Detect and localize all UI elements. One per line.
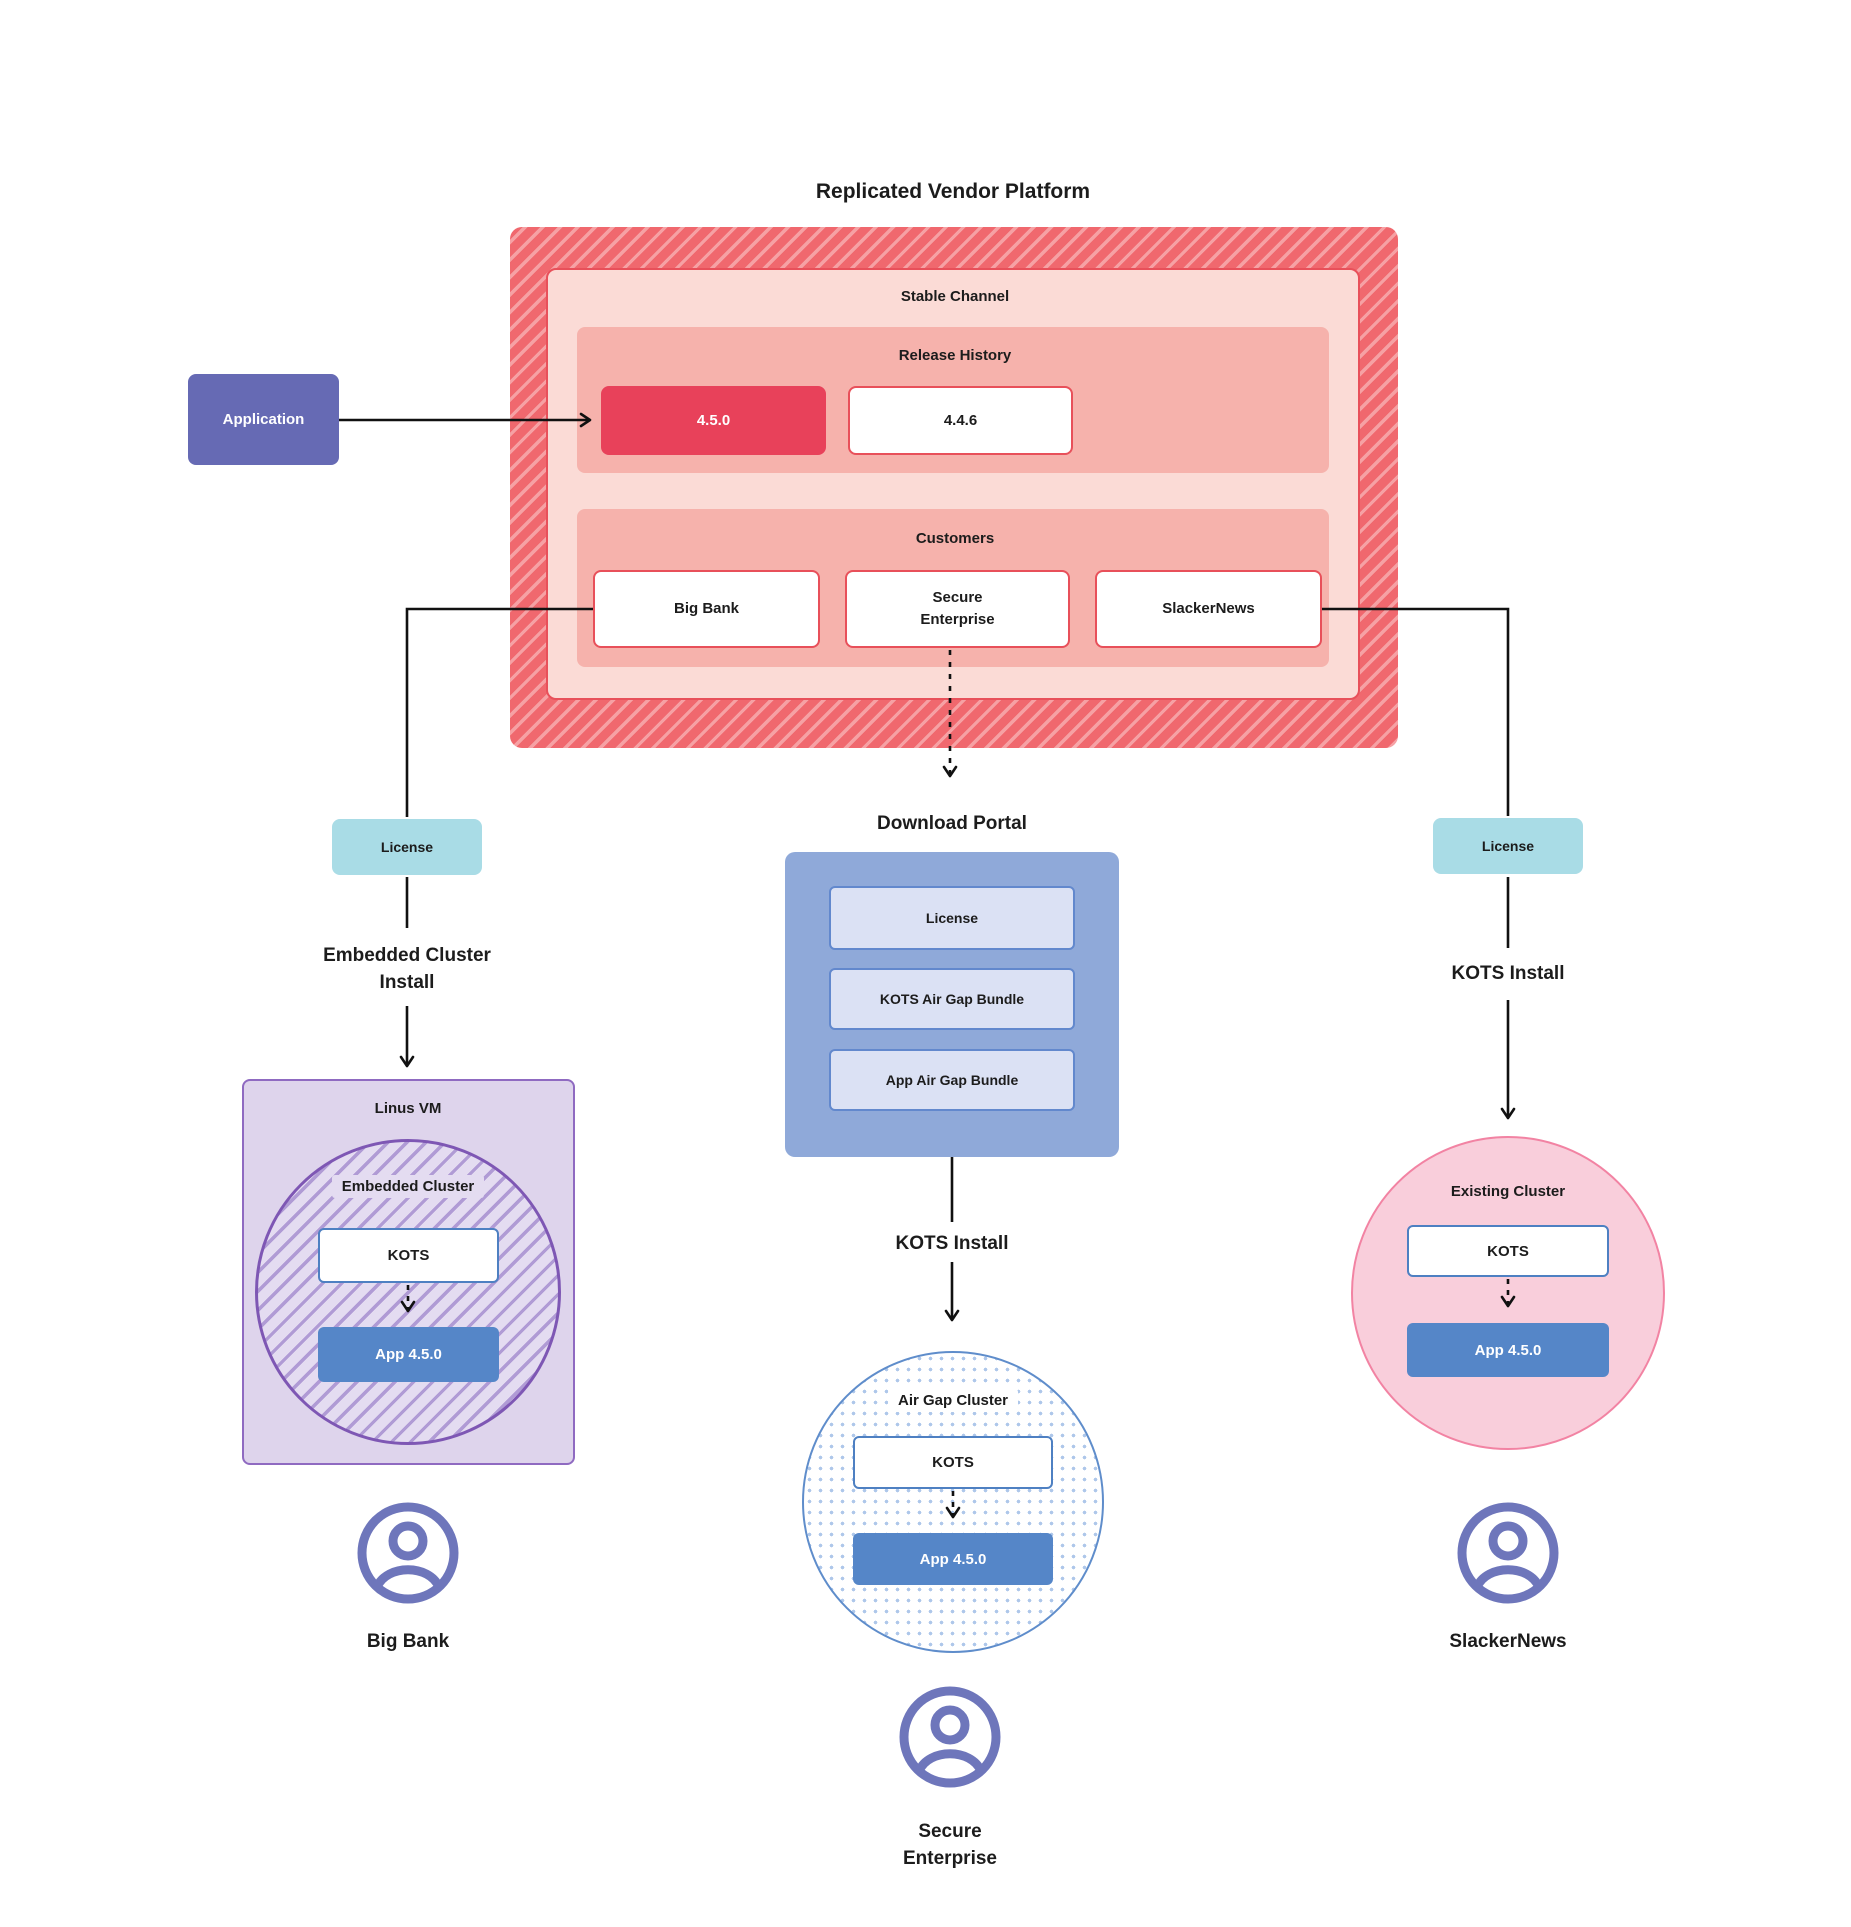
release-box-current: 4.5.0	[601, 386, 826, 455]
portal-item-app-air-gap-bundle: App Air Gap Bundle	[829, 1049, 1075, 1111]
customers-label: Customers	[915, 530, 995, 547]
user-avatar-icon	[898, 1685, 1002, 1789]
linus-vm-label: Linus VM	[374, 1100, 442, 1117]
customer-box-secure-enterprise: Secure Enterprise	[845, 570, 1070, 648]
kots-install-label-right: KOTS Install	[1451, 963, 1565, 984]
stable-channel-label: Stable Channel	[900, 288, 1010, 305]
kots-box-existing: KOTS	[1407, 1225, 1609, 1277]
kots-box-air-gap: KOTS	[853, 1436, 1053, 1489]
user-label-slackernews: SlackerNews	[1449, 1631, 1567, 1652]
air-gap-cluster-label-text: Air Gap Cluster	[887, 1389, 1019, 1412]
customer-box-big-bank: Big Bank	[593, 570, 820, 648]
release-history-label: Release History	[898, 347, 1012, 364]
page-title: Replicated Vendor Platform	[815, 180, 1091, 203]
kots-install-label-center: KOTS Install	[895, 1233, 1009, 1254]
embedded-cluster-label: Embedded Cluster	[258, 1175, 558, 1198]
kots-box-embedded: KOTS	[318, 1228, 499, 1283]
app-box-existing: App 4.5.0	[1407, 1323, 1609, 1377]
application-box: Application	[188, 374, 339, 465]
user-avatar-icon	[356, 1501, 460, 1605]
user-label-secure-enterprise: Secure Enterprise	[903, 1821, 997, 1869]
release-box-previous: 4.4.6	[848, 386, 1073, 455]
license-box-left: License	[332, 819, 482, 875]
user-label-big-bank: Big Bank	[366, 1631, 450, 1652]
portal-item-kots-air-gap-bundle: KOTS Air Gap Bundle	[829, 968, 1075, 1030]
embedded-cluster-install-label: Embedded Cluster Install	[323, 945, 491, 993]
user-avatar-icon	[1456, 1501, 1560, 1605]
license-box-right: License	[1433, 818, 1583, 874]
portal-item-license: License	[829, 886, 1075, 950]
app-box-air-gap: App 4.5.0	[853, 1533, 1053, 1585]
embedded-cluster-label-text: Embedded Cluster	[331, 1175, 485, 1198]
air-gap-cluster-label: Air Gap Cluster	[803, 1389, 1103, 1412]
customer-box-slackernews: SlackerNews	[1095, 570, 1322, 648]
app-box-embedded: App 4.5.0	[318, 1327, 499, 1382]
download-portal-label: Download Portal	[877, 813, 1027, 834]
existing-cluster-label: Existing Cluster	[1450, 1183, 1566, 1200]
